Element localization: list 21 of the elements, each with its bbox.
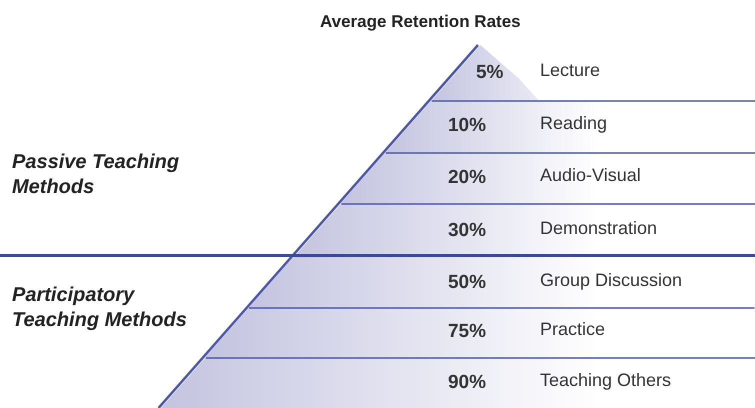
teaching-method: Group Discussion <box>540 270 682 290</box>
teaching-method: Audio-Visual <box>540 164 641 186</box>
teaching-method: Practice <box>540 319 606 340</box>
pyramid-band <box>158 357 755 408</box>
retention-percentage: 30% <box>448 220 486 242</box>
teaching-method: Demonstration <box>540 218 658 238</box>
chart-title: Average Retention Rates <box>320 12 521 32</box>
teaching-method: Reading <box>540 113 608 134</box>
retention-percentage: 50% <box>448 272 486 294</box>
group-label: Passive Teaching Methods <box>12 150 180 200</box>
teaching-method: Lecture <box>540 60 600 80</box>
pyramid-band <box>290 203 755 258</box>
retention-percentage: 20% <box>448 166 486 188</box>
teaching-method: Teaching Others <box>540 370 672 390</box>
pyramid-band <box>338 152 755 203</box>
group-label: Participatory Teaching Methods <box>12 283 188 333</box>
retention-percentage: 5% <box>476 62 504 84</box>
retention-percentage: 10% <box>448 115 486 137</box>
pyramid-band <box>203 307 755 357</box>
retention-percentage: 90% <box>448 372 486 394</box>
retention-percentage: 75% <box>448 321 486 343</box>
